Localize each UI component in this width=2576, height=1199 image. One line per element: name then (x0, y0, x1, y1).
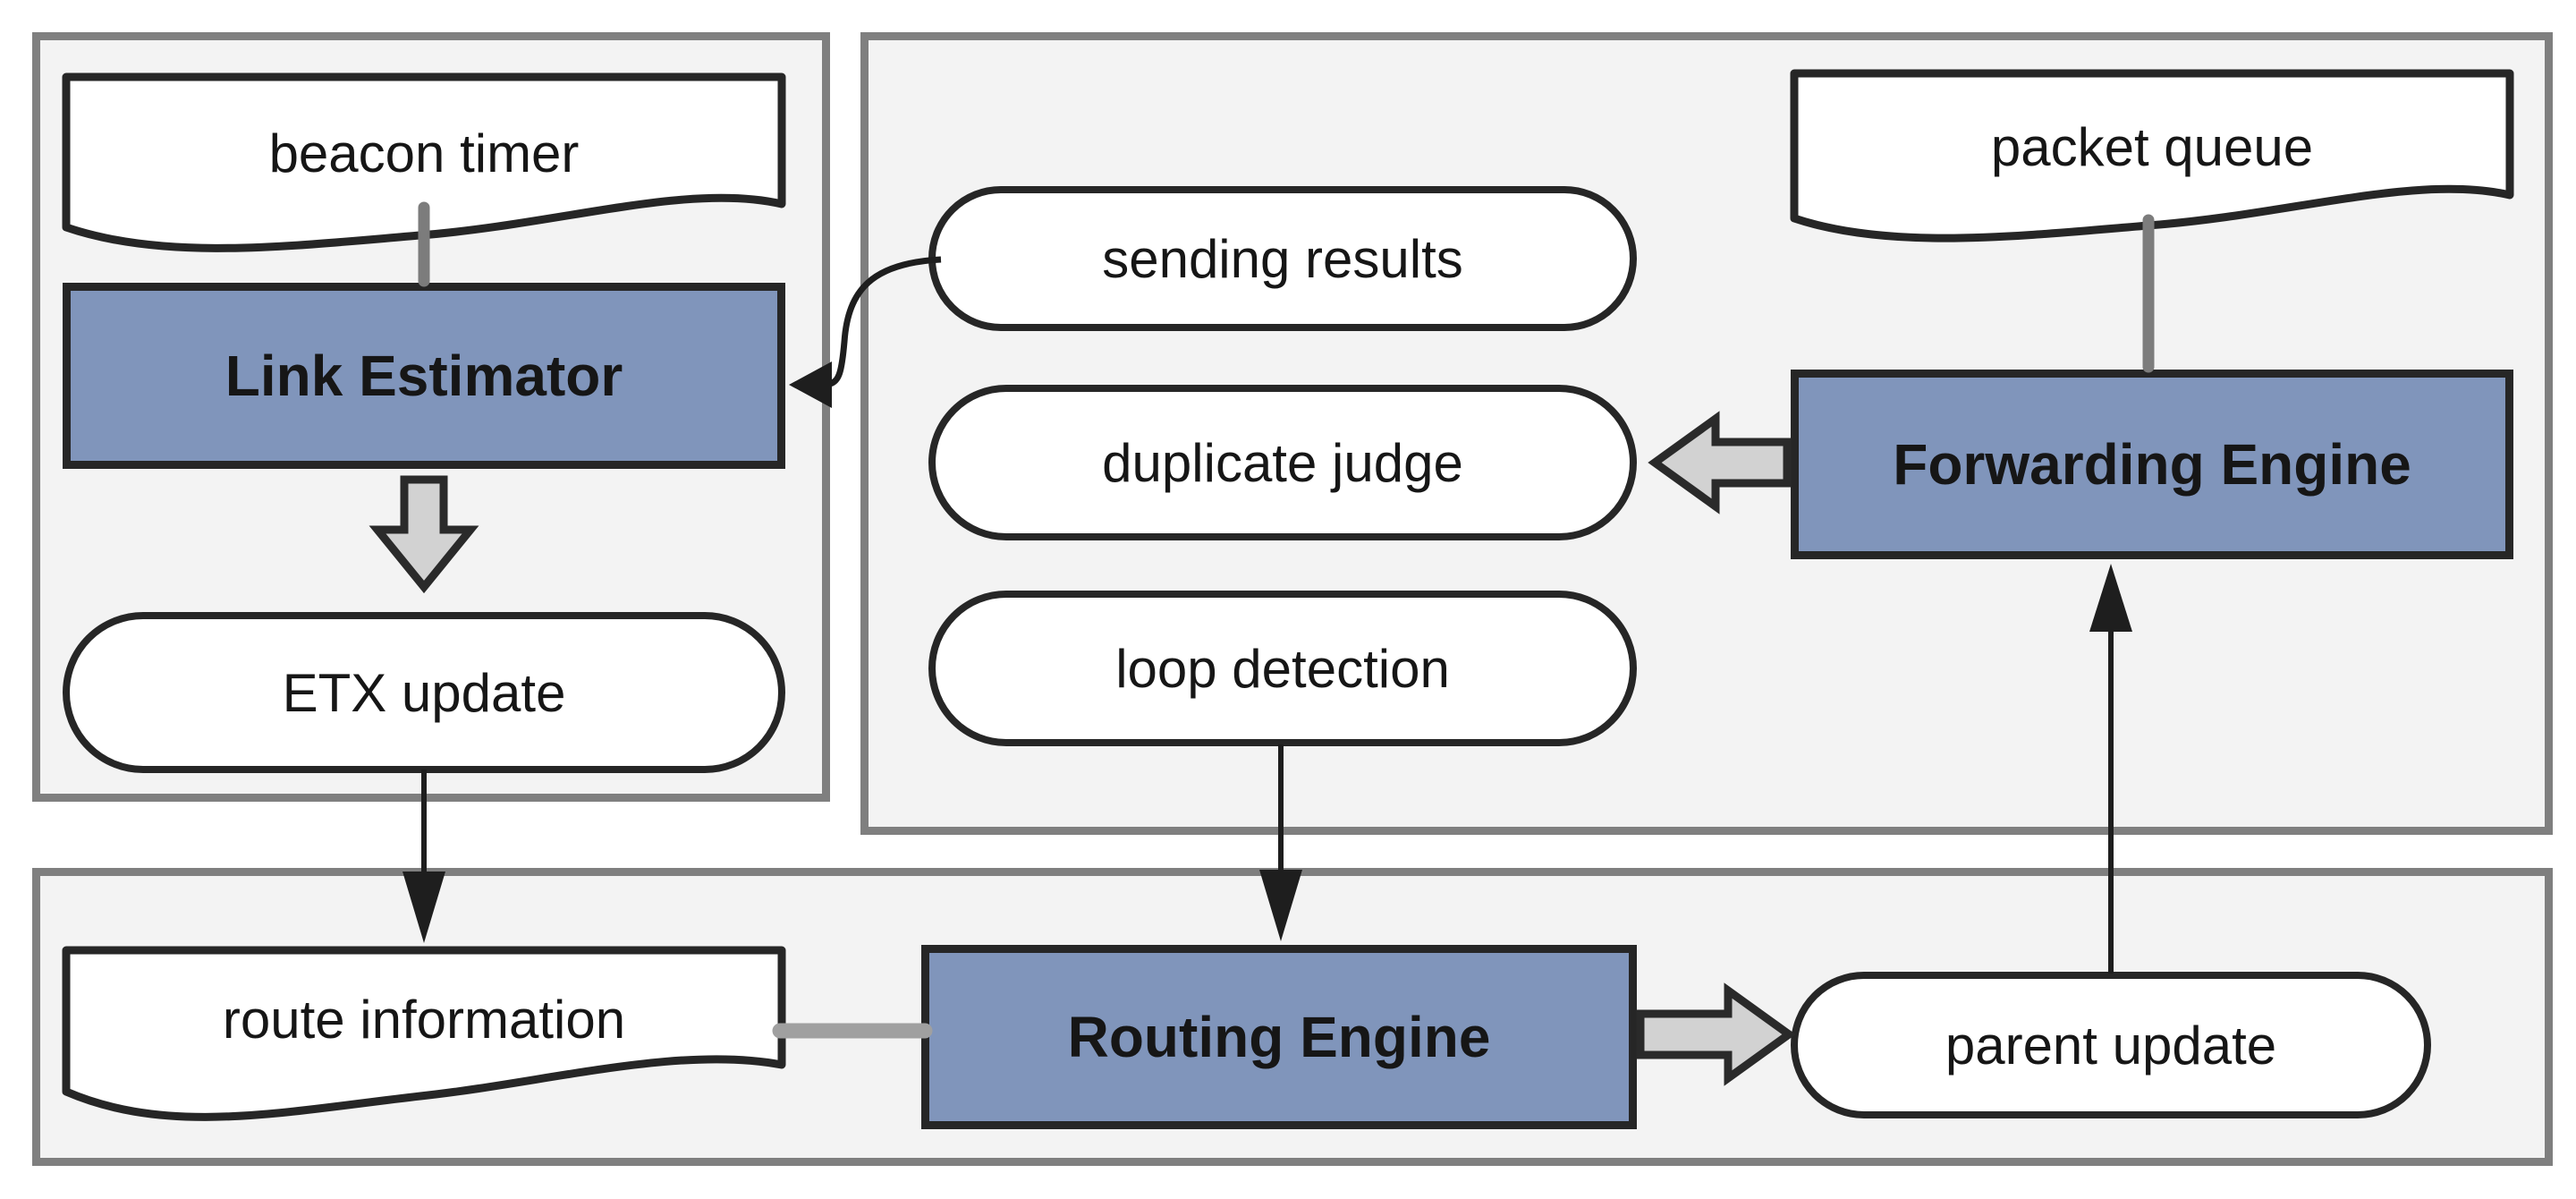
node-loop-detection: loop detection (928, 591, 1637, 746)
node-label: duplicate judge (1102, 432, 1463, 493)
node-label: Forwarding Engine (1893, 432, 2411, 497)
node-sending-results: sending results (928, 186, 1637, 331)
node-label: route information (222, 989, 626, 1050)
node-forwarding-engine: Forwarding Engine (1791, 370, 2513, 559)
node-label: packet queue (1990, 116, 2314, 177)
node-parent-update: parent update (1791, 972, 2431, 1118)
node-route-information: route information (62, 946, 786, 1121)
node-label: parent update (1945, 1015, 2277, 1076)
node-etx-update: ETX update (63, 612, 785, 773)
node-label: Routing Engine (1067, 1005, 1491, 1069)
node-label: ETX update (282, 662, 566, 723)
node-beacon-timer: beacon timer (62, 72, 786, 252)
node-packet-queue: packet queue (1790, 69, 2514, 242)
node-link-estimator: Link Estimator (63, 283, 785, 469)
node-label: loop detection (1115, 638, 1450, 699)
node-label: Link Estimator (225, 344, 623, 408)
node-label: sending results (1102, 228, 1463, 289)
node-routing-engine: Routing Engine (921, 945, 1637, 1129)
node-duplicate-judge: duplicate judge (928, 385, 1637, 540)
node-label: beacon timer (268, 123, 580, 183)
document-shape (62, 946, 786, 1121)
